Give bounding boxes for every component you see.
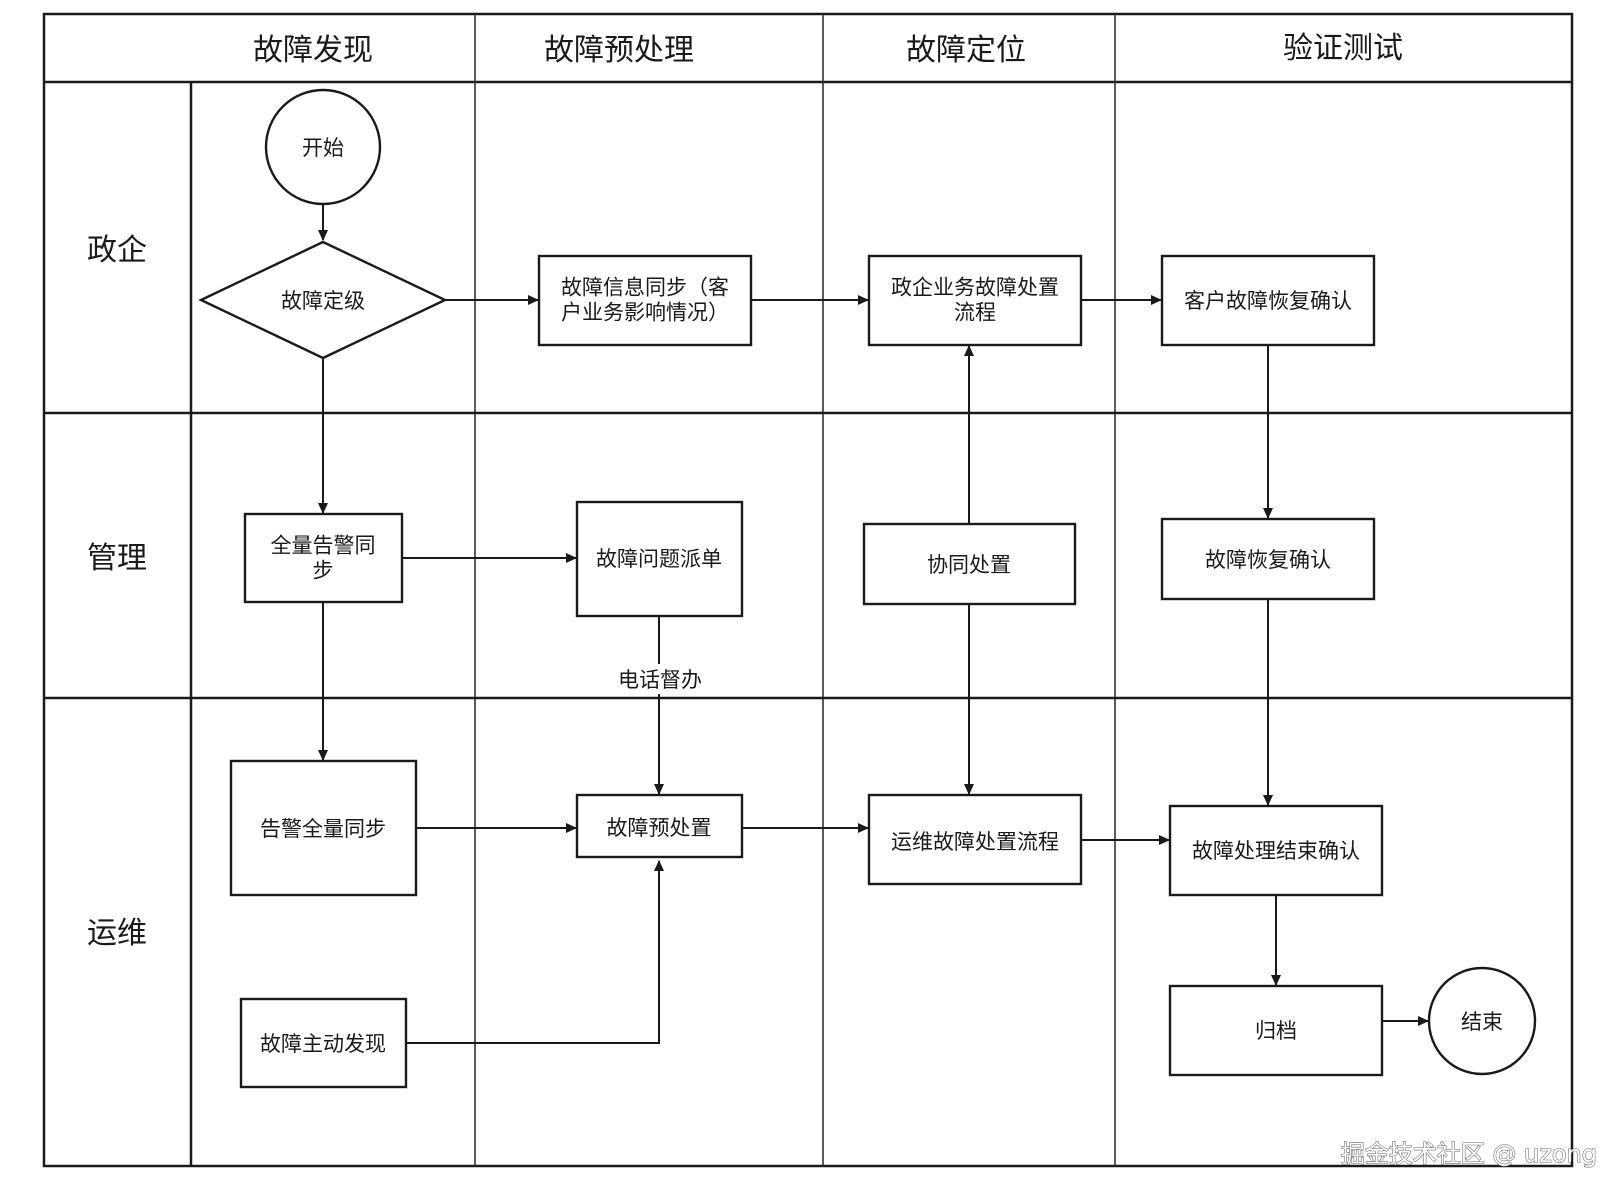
info-sync-box: 故障信息同步（客户业务影响情况）: [537, 254, 753, 347]
recovery-confirm-box: 故障恢复确认: [1160, 517, 1376, 601]
customer-confirm-box: 客户故障恢复确认: [1160, 254, 1376, 347]
label-line: 故障信息同步（客: [561, 276, 729, 300]
pre-handle-box: 故障预处置: [575, 793, 744, 859]
swimlane-grid: [42, 12, 1574, 1168]
grading-decision: 故障定级: [198, 240, 448, 360]
active-discovery-label: 故障主动发现: [260, 1032, 386, 1056]
edge-label-phone-urge: 电话督办: [618, 668, 702, 692]
column-header-verification: 验证测试: [1283, 31, 1403, 66]
start-node: 开始: [264, 88, 382, 206]
edge-active-discovery-to-pre-handle: [406, 860, 664, 1044]
gov-flow-box: 政企业务故障处置流程: [867, 254, 1083, 347]
end-node-label: 结束: [1461, 1010, 1503, 1034]
dispatch-box: 故障问题派单: [575, 500, 744, 618]
outer-frame: [42, 12, 1574, 1168]
label-line: 户业务影响情况）: [561, 301, 729, 325]
dispatch-label: 故障问题派单: [596, 547, 722, 571]
archive-label: 归档: [1255, 1019, 1297, 1043]
alarm-sync-mgmt-box: 全量告警同步: [243, 512, 404, 604]
alarm-sync-ops-box: 告警全量同步: [229, 759, 418, 897]
start-node-label: 开始: [302, 136, 344, 160]
end-confirm-label: 故障处理结束确认: [1192, 839, 1360, 863]
edges: 电话督办: [318, 204, 1429, 1044]
active-discovery-box: 故障主动发现: [239, 997, 408, 1089]
end-confirm-box: 故障处理结束确认: [1168, 804, 1384, 897]
cooperate-box: 协同处置: [862, 522, 1077, 606]
customer-confirm-label: 客户故障恢复确认: [1184, 289, 1352, 313]
label-line: 步: [313, 559, 334, 583]
ops-flow-label: 运维故障处置流程: [891, 830, 1059, 854]
nodes: 开始 故障定级 故障信息同步（客户业务影响情况） 政企业务故障处置流程 客户故障…: [198, 88, 1537, 1089]
lane-label-management: 管理: [87, 541, 147, 576]
label-line: 流程: [954, 301, 996, 325]
alarm-sync-ops-label: 告警全量同步: [260, 817, 386, 841]
column-headers: 故障发现 故障预处理 故障定位 验证测试: [253, 31, 1403, 68]
alarm-sync-mgmt-label: 全量告警同步: [271, 534, 376, 583]
pre-handle-label: 故障预处置: [607, 816, 712, 840]
cooperate-label: 协同处置: [927, 553, 1011, 577]
lane-label-operations: 运维: [87, 916, 147, 951]
lane-labels: 政企 管理 运维: [87, 233, 147, 951]
watermark: 掘金技术社区 @ uzong: [1341, 1140, 1597, 1168]
archive-box: 归档: [1168, 984, 1384, 1077]
lane-label-government: 政企: [87, 233, 147, 268]
end-node: 结束: [1427, 966, 1537, 1076]
grading-decision-label: 故障定级: [281, 289, 365, 313]
recovery-confirm-label: 故障恢复确认: [1205, 548, 1331, 572]
column-header-locating: 故障定位: [906, 33, 1026, 68]
label-line: 政企业务故障处置: [891, 276, 1059, 300]
info-sync-label: 故障信息同步（客户业务影响情况）: [561, 276, 729, 325]
column-header-pre-handling: 故障预处理: [544, 33, 694, 68]
gov-flow-label: 政企业务故障处置流程: [891, 276, 1059, 325]
column-header-discovery: 故障发现: [253, 33, 373, 68]
ops-flow-box: 运维故障处置流程: [867, 793, 1083, 886]
label-line: 全量告警同: [271, 534, 376, 558]
